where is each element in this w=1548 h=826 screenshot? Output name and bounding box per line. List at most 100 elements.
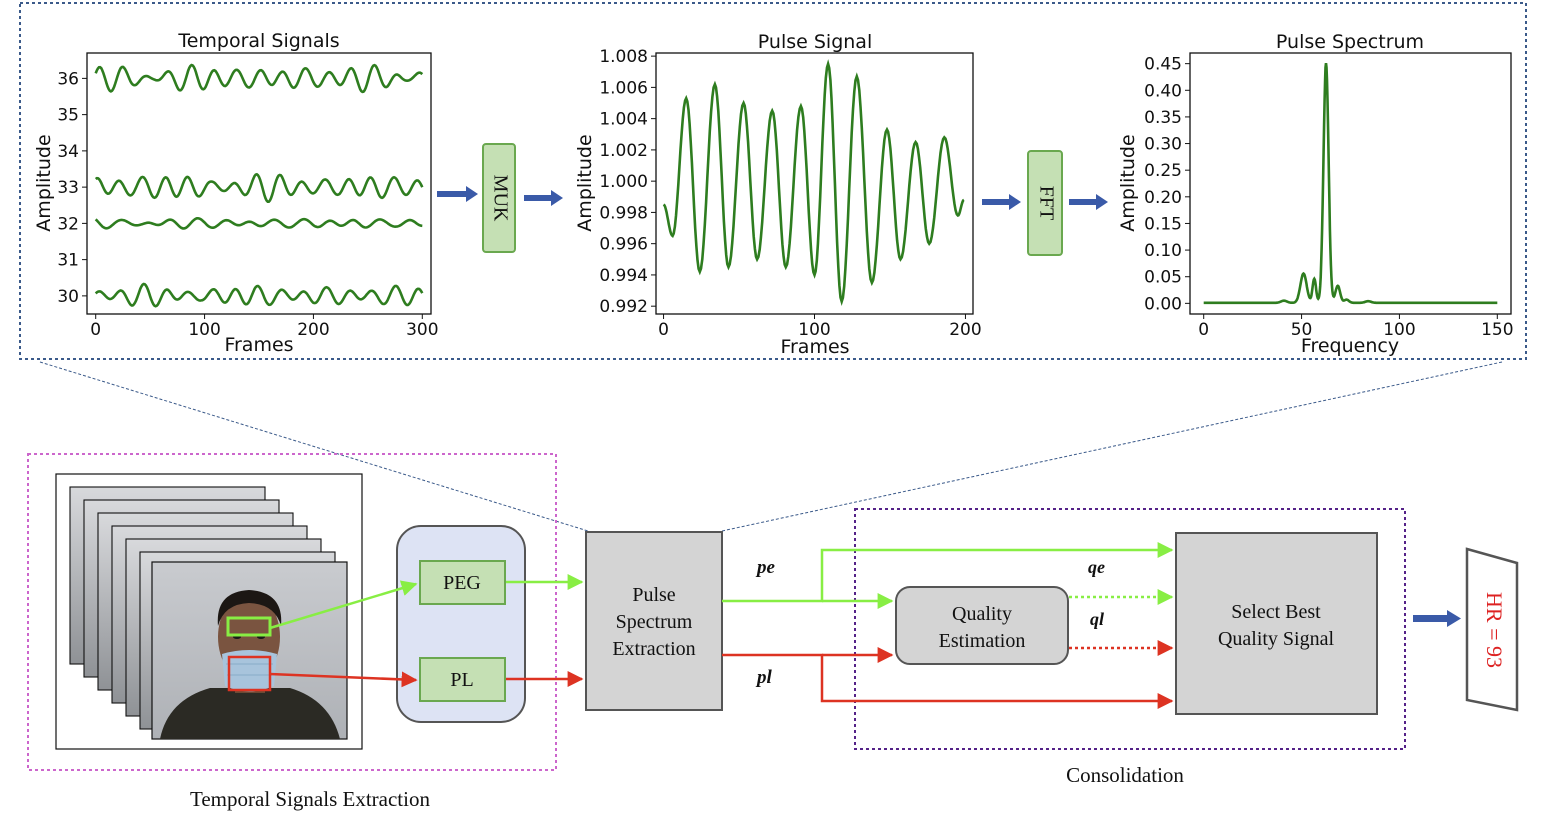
- select-best-line2: Quality Signal: [1218, 628, 1335, 650]
- y-tick-label: 0.15: [1144, 214, 1182, 234]
- x-tick-label: 0: [90, 320, 101, 340]
- y-tick-label: 1.002: [599, 141, 648, 161]
- consolidation-caption: Consolidation: [1066, 763, 1184, 787]
- x-tick-label: 100: [188, 320, 220, 340]
- y-tick-label: 34: [57, 142, 79, 162]
- zoom-line-right: [721, 361, 1503, 532]
- person-hair: [217, 590, 282, 626]
- y-tick-label: 1.000: [599, 172, 648, 192]
- quality-estimation-block: Quality Estimation: [895, 586, 1069, 665]
- pse-line2: Spectrum: [616, 611, 693, 633]
- pl-block: PL: [419, 657, 506, 702]
- y-tick-label: 0.35: [1144, 108, 1182, 128]
- temporal-signal-line: [94, 172, 424, 203]
- arrow-to-muk: [437, 186, 478, 202]
- y-tick-label: 0.998: [599, 203, 648, 223]
- pe-label: pe: [755, 557, 776, 578]
- quality-estimation-line2: Estimation: [939, 630, 1026, 652]
- x-tick-label: 150: [1481, 320, 1513, 340]
- x-tick-label: 200: [297, 320, 329, 340]
- y-tick-label: 32: [57, 214, 79, 234]
- y-tick-label: 0.996: [599, 235, 648, 255]
- temporal-signal-line: [94, 282, 424, 308]
- x-tick-label: 200: [949, 320, 981, 340]
- y-tick-label: 30: [57, 287, 79, 307]
- y-tick-label: 36: [57, 69, 79, 89]
- pl-label: pl: [755, 667, 773, 688]
- temporal-extraction-caption: Temporal Signals Extraction: [190, 787, 430, 811]
- y-tick-label: 0.10: [1144, 241, 1182, 261]
- y-tick-label: 1.006: [599, 78, 648, 98]
- y-tick-label: 0.40: [1144, 81, 1182, 101]
- arrow-from-muk: [524, 190, 563, 206]
- temporal-signals-xlabel: Frames: [224, 334, 293, 356]
- pulse-signal-chart: Pulse Signal 0.992 0.994 0.996 0.998 1.000 1.…: [574, 31, 982, 358]
- zoom-line-left: [39, 361, 589, 532]
- arrow-from-fft: [1069, 194, 1108, 210]
- arrow-to-fft: [982, 194, 1021, 210]
- pl-block-label: PL: [450, 669, 473, 691]
- x-tick-label: 100: [798, 320, 830, 340]
- y-tick-label: 0.20: [1144, 188, 1182, 208]
- pse-line1: Pulse: [632, 584, 675, 606]
- pulse-spectrum-chart: Pulse Spectrum 0.00 0.05 0.10 0.15 0.20 0.25 0…: [1117, 31, 1514, 357]
- y-tick-label: 0.30: [1144, 135, 1182, 155]
- arrow-lip-to-pl: [269, 671, 418, 688]
- pulse-signal-xlabel: Frames: [780, 336, 849, 358]
- y-tick-label: 31: [57, 251, 79, 271]
- detail-panel-border: [19, 2, 1527, 360]
- consolidation-region: [854, 508, 1406, 750]
- y-tick-label: 0.992: [599, 297, 648, 317]
- y-tick-label: 35: [57, 106, 79, 126]
- pulse-spectrum-extraction-block: Pulse Spectrum Extraction: [585, 531, 723, 711]
- qe-label: qe: [1088, 557, 1105, 577]
- pulse-signal-line: [662, 59, 965, 306]
- person-shoulders: [160, 688, 340, 739]
- temporal-signal-line: [94, 217, 423, 230]
- x-tick-label: 0: [658, 320, 669, 340]
- face-frame: [151, 561, 348, 740]
- hr-value: HR = 93: [1482, 592, 1507, 668]
- pulse-signal-title: Pulse Signal: [758, 31, 872, 53]
- y-tick-label: 0.05: [1144, 268, 1182, 288]
- hr-output: HR = 93: [1465, 547, 1519, 712]
- temporal-signals-title: Temporal Signals: [177, 30, 339, 52]
- pulse-spectrum-frame: [1189, 52, 1512, 315]
- pulse-spectrum-ylabel: Amplitude: [1117, 134, 1139, 231]
- temporal-signals-ylabel: Amplitude: [33, 134, 55, 231]
- peg-label: PEG: [443, 572, 481, 594]
- y-tick-label: 1.008: [599, 47, 648, 67]
- y-tick-label: 33: [57, 178, 79, 198]
- temporal-signal-line: [94, 63, 424, 94]
- y-tick-label: 0.00: [1144, 294, 1182, 314]
- muk-label: MUK: [489, 175, 511, 222]
- temporal-extraction-region: [27, 453, 557, 771]
- select-best-block: Select Best Quality Signal: [1175, 532, 1378, 715]
- pulse-signal-ylabel: Amplitude: [574, 134, 596, 231]
- pulse-spectrum-line: [1203, 62, 1498, 305]
- arrow-forehead-to-peg: [269, 580, 418, 630]
- arrow-to-hr: [1413, 610, 1461, 627]
- lip-roi-box: [227, 655, 272, 692]
- fft-block: FFT: [1027, 150, 1063, 256]
- pulse-spectrum-xlabel: Frequency: [1301, 335, 1399, 357]
- peg-block: PEG: [419, 560, 506, 605]
- y-tick-label: 1.004: [599, 110, 648, 130]
- x-tick-label: 50: [1291, 320, 1313, 340]
- y-tick-label: 0.45: [1144, 55, 1182, 75]
- y-tick-label: 0.25: [1144, 161, 1182, 181]
- ql-label: ql: [1090, 609, 1104, 629]
- x-tick-label: 100: [1383, 320, 1415, 340]
- pulse-spectrum-title: Pulse Spectrum: [1276, 31, 1424, 53]
- pse-line3: Extraction: [612, 638, 695, 660]
- select-best-line1: Select Best: [1231, 601, 1321, 623]
- x-tick-label: 0: [1198, 320, 1209, 340]
- muk-block: MUK: [482, 143, 516, 253]
- arrow-pl-to-select: [722, 653, 1174, 709]
- forehead-roi-box: [226, 616, 272, 637]
- arrow-pe-to-select: [722, 542, 1174, 603]
- quality-estimation-line1: Quality: [952, 603, 1012, 625]
- y-tick-label: 0.994: [599, 266, 648, 286]
